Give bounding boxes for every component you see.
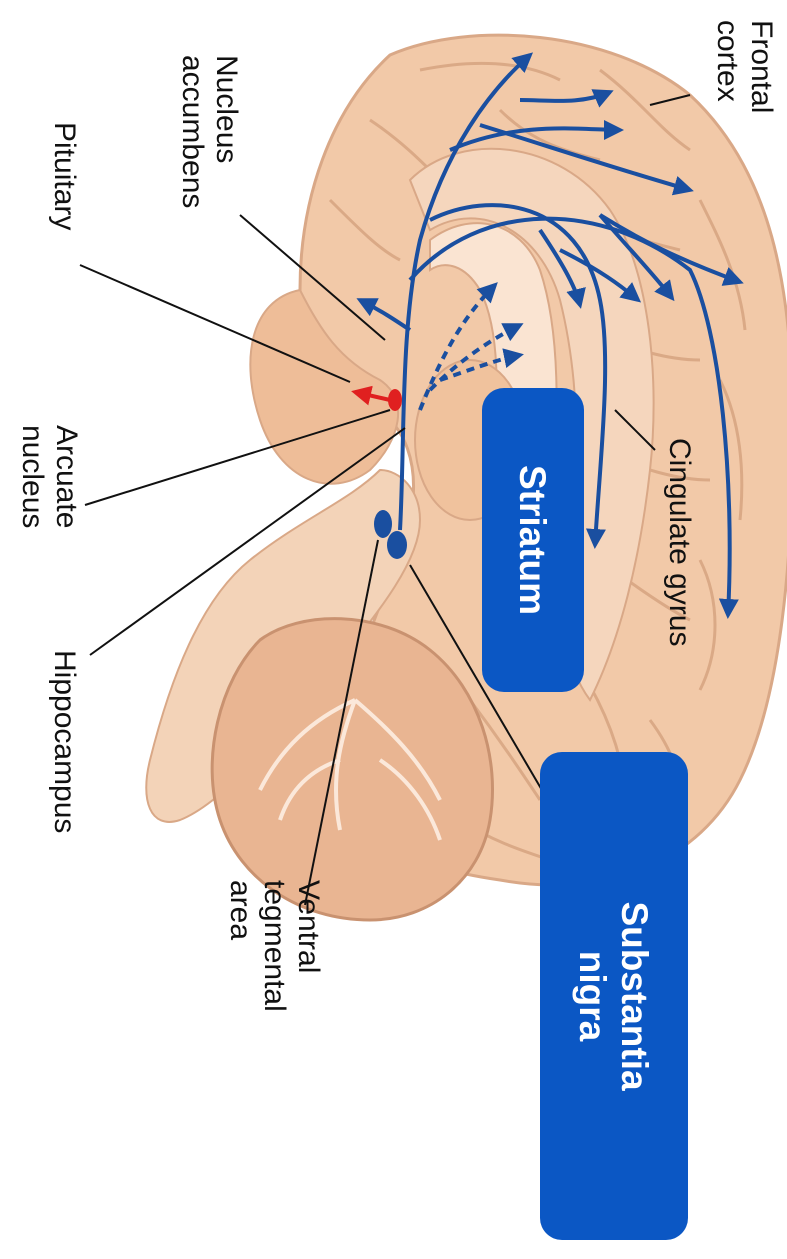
svg-text:accumbens: accumbens	[176, 55, 209, 208]
svg-text:Ventral: Ventral	[292, 880, 325, 973]
svg-text:nigra: nigra	[572, 951, 613, 1042]
vta-nucleus	[374, 510, 392, 538]
striatum-label: Striatum	[512, 465, 553, 615]
svg-text:tegmental: tegmental	[258, 880, 291, 1012]
ventral-tegmental-area-label: Ventral tegmental area	[224, 880, 325, 1012]
svg-text:area: area	[224, 880, 257, 940]
frontal-cortex-label: Frontal cortex	[711, 20, 778, 113]
arcuate-nucleus-marker	[388, 389, 402, 411]
arcuate-nucleus-label: Arcuate nucleus	[16, 425, 83, 528]
svg-text:Striatum: Striatum	[512, 465, 553, 615]
svg-text:Frontal: Frontal	[745, 20, 778, 113]
pituitary-label: Pituitary	[48, 122, 81, 230]
svg-text:Substantia: Substantia	[614, 901, 655, 1091]
nucleus-accumbens-label: Nucleus accumbens	[176, 55, 243, 208]
substantia-nigra-nucleus	[387, 531, 407, 559]
svg-text:Hippocampus: Hippocampus	[48, 650, 81, 833]
svg-text:Nucleus: Nucleus	[210, 55, 243, 163]
svg-text:Pituitary: Pituitary	[48, 122, 81, 230]
svg-text:Cingulate gyrus: Cingulate gyrus	[663, 438, 696, 646]
svg-text:Arcuate: Arcuate	[50, 425, 83, 528]
hippocampus-label: Hippocampus	[48, 650, 81, 833]
svg-text:cortex: cortex	[711, 20, 744, 102]
svg-text:nucleus: nucleus	[16, 425, 49, 528]
cingulate-gyrus-label: Cingulate gyrus	[663, 438, 696, 646]
substantia-nigra-box	[540, 752, 688, 1240]
